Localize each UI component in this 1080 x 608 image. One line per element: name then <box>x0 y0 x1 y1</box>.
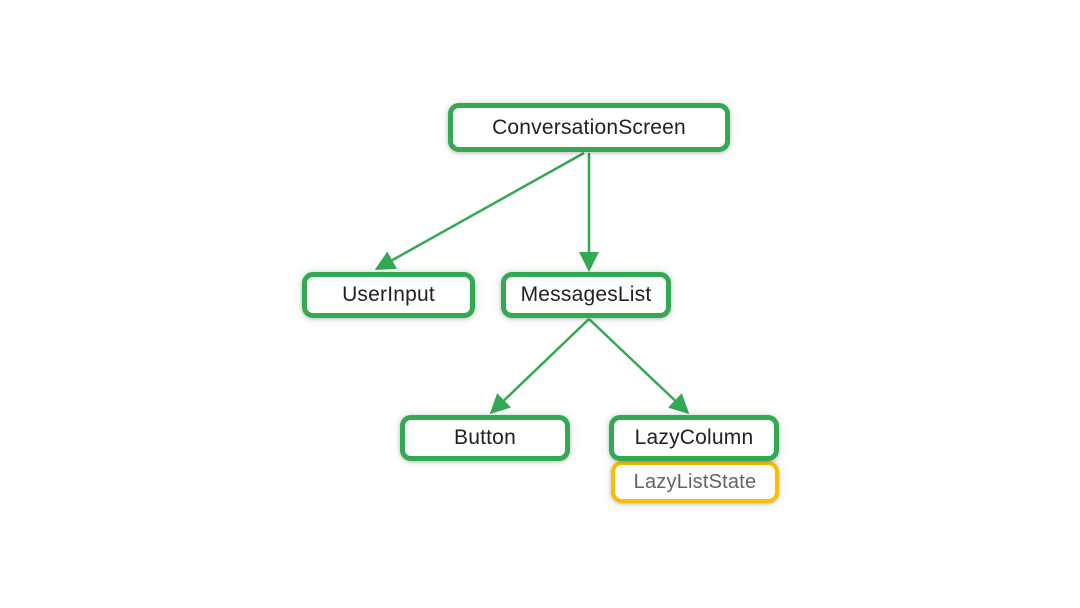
node-lazy-list-state-label: LazyListState <box>633 470 757 493</box>
node-lazy-column-label: LazyColumn <box>634 426 754 449</box>
edge-messageslist-lazycolumn <box>588 318 690 415</box>
node-lazy-column: LazyColumn <box>609 415 779 461</box>
node-messages-list: MessagesList <box>501 272 671 318</box>
node-lazy-list-state: LazyListState <box>611 461 779 503</box>
node-button: Button <box>400 415 570 461</box>
node-conversation-screen: ConversationScreen <box>448 103 730 152</box>
node-user-input-label: UserInput <box>342 283 435 306</box>
edge-messageslist-button <box>489 318 590 415</box>
node-button-label: Button <box>454 426 516 449</box>
edge-conversationscreen-userinput <box>374 151 585 270</box>
node-user-input: UserInput <box>302 272 475 318</box>
node-conversation-screen-label: ConversationScreen <box>492 115 686 139</box>
node-messages-list-label: MessagesList <box>520 283 652 306</box>
